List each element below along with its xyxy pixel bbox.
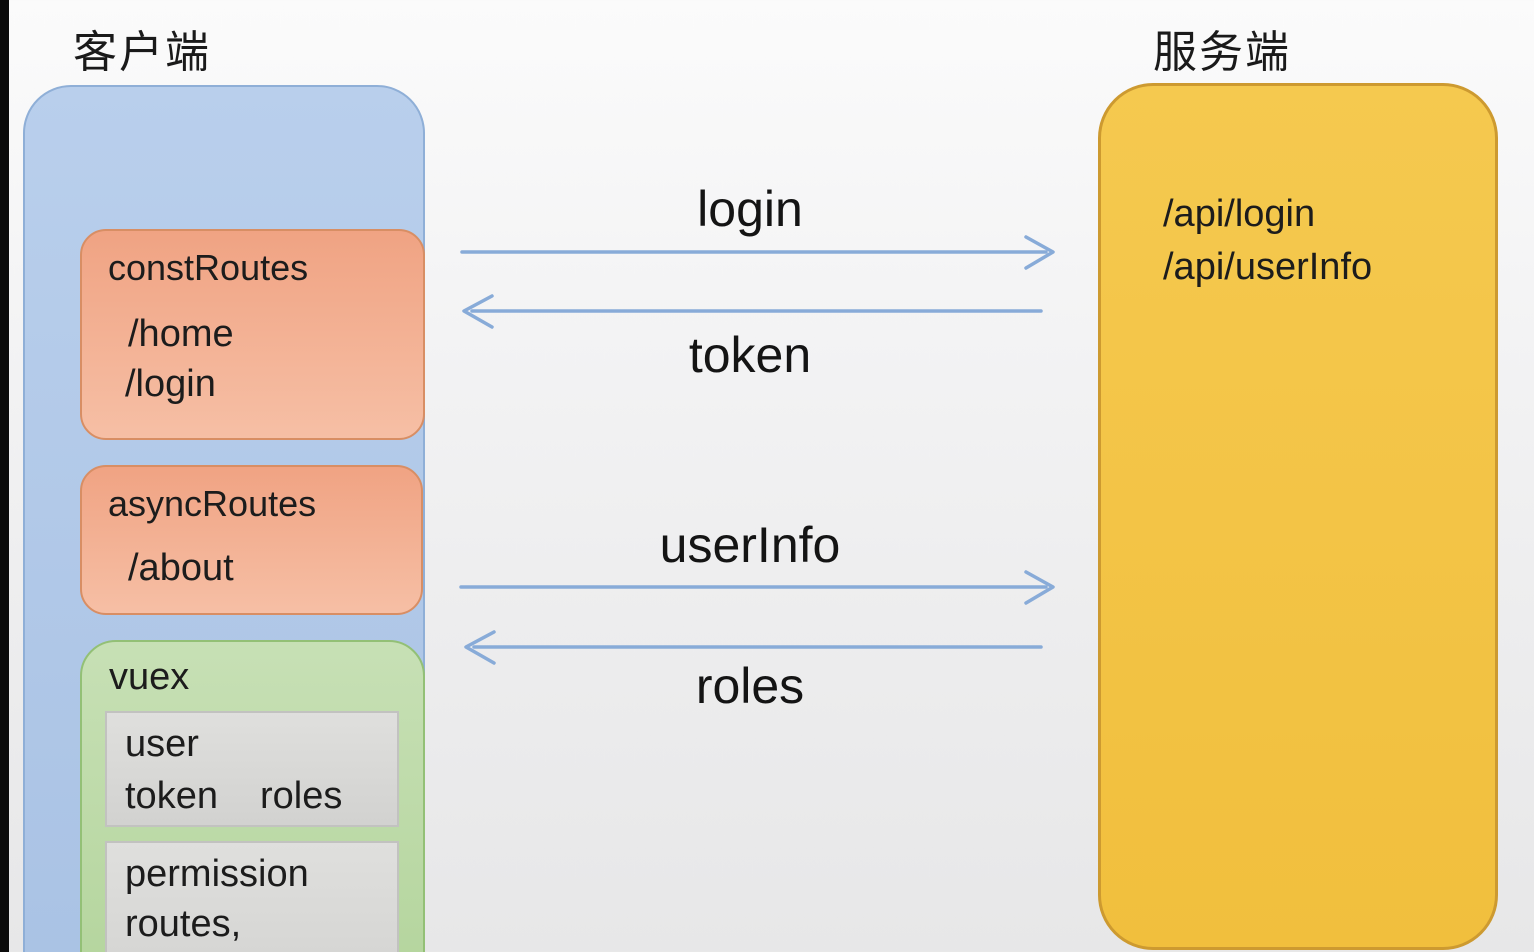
route-login: /login (125, 363, 216, 405)
message-login-label: login (697, 181, 803, 237)
route-about: /about (128, 547, 234, 589)
state-field-row: token roles (125, 775, 342, 818)
permission-routes-line: routes, (125, 903, 242, 945)
userinfo-request-arrow (459, 570, 1055, 605)
message-roles-label: roles (695, 658, 805, 714)
vuex-box: vuex user token roles permission routes,… (80, 640, 425, 952)
token-response-arrow (462, 294, 1043, 329)
async-routes-box: asyncRoutes /about (80, 465, 423, 615)
state-field-roles: roles (259, 775, 343, 817)
const-routes-box: constRoutes /home /login (80, 229, 425, 440)
client-panel: constRoutes /home /login asyncRoutes /ab… (23, 85, 425, 952)
const-routes-title: constRoutes (108, 247, 309, 288)
vuex-title: vuex (109, 656, 190, 698)
permission-line: permission (125, 853, 309, 895)
client-title: 客户端 (73, 28, 211, 77)
state-field-user: user (125, 723, 199, 765)
screen-edge-bar (0, 0, 9, 952)
endpoint-login: /api/login (1163, 193, 1316, 235)
vuex-permission-box: permission routes, addRoutes (105, 841, 399, 952)
api-endpoints: /api/login /api/userInfo (1163, 188, 1372, 294)
async-routes-title: asyncRoutes (108, 483, 317, 524)
endpoint-userinfo: /api/userInfo (1163, 246, 1373, 288)
server-panel: /api/login /api/userInfo (1098, 83, 1498, 950)
message-token-label: token (688, 327, 812, 383)
server-title: 服务端 (1153, 28, 1291, 77)
login-request-arrow (460, 235, 1055, 270)
message-userinfo-label: userInfo (659, 517, 841, 573)
vuex-state-box: user token roles (105, 711, 399, 827)
state-field-token: token (125, 775, 218, 817)
route-home: /home (128, 313, 234, 355)
